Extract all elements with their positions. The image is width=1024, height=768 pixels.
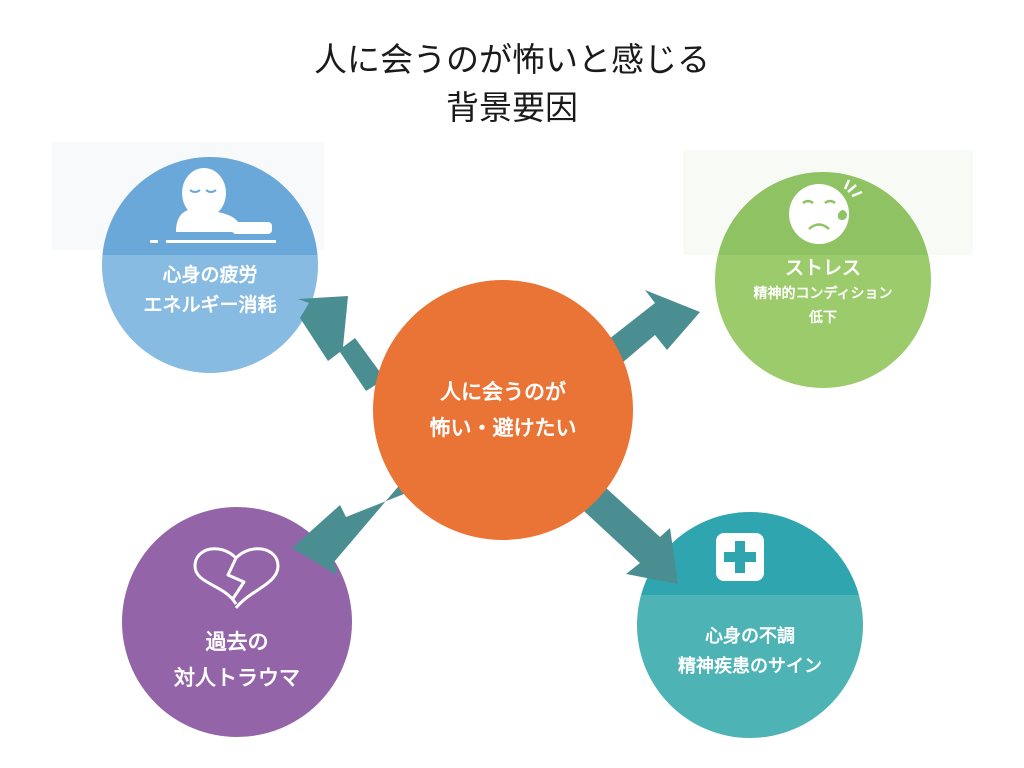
title-line-2: 背景要因 <box>446 88 578 127</box>
trauma-label-line-2: 対人トラウマ <box>174 666 300 690</box>
illness-label-line-2: 精神疾患のサイン <box>678 656 822 677</box>
worried-face-icon <box>789 179 863 244</box>
title-line-1: 人に会うのが怖いと感じる <box>314 40 710 79</box>
stress-label-line-3: 低下 <box>809 310 837 326</box>
medical-cross-icon <box>716 533 764 581</box>
center-label-line-2: 怖い・避けたい <box>429 416 577 440</box>
arrow-to-illness <box>572 478 678 584</box>
broken-heart-icon <box>193 547 280 609</box>
stress-label-line-1: ストレス <box>784 257 861 279</box>
trauma-label: 過去の 対人トラウマ <box>130 624 344 696</box>
center-label: 人に会うのが 怖い・避けたい <box>393 374 613 446</box>
arrow-to-trauma <box>292 468 424 575</box>
illness-label: 心身の不調 精神疾患のサイン <box>640 622 860 682</box>
diagram-title: 人に会うのが怖いと感じる 背景要因 <box>0 36 1024 132</box>
fatigue-label: 心身の疲労 エネルギー消耗 <box>104 260 316 320</box>
node-trauma <box>122 507 352 737</box>
stress-label-line-2: 精神的コンディション <box>753 286 893 302</box>
node-fatigue <box>102 157 318 373</box>
stress-label: ストレス 精神的コンディション 低下 <box>715 254 931 330</box>
person-resting-head-icon <box>150 168 276 243</box>
fatigue-label-line-2: エネルギー消耗 <box>143 294 277 316</box>
center-label-line-1: 人に会うのが <box>440 380 566 404</box>
arrow-to-fatigue <box>298 296 385 391</box>
illness-label-line-1: 心身の不調 <box>705 626 795 647</box>
center-node <box>373 280 633 540</box>
trauma-label-line-1: 過去の <box>205 630 269 654</box>
fatigue-label-line-1: 心身の疲労 <box>162 264 258 286</box>
